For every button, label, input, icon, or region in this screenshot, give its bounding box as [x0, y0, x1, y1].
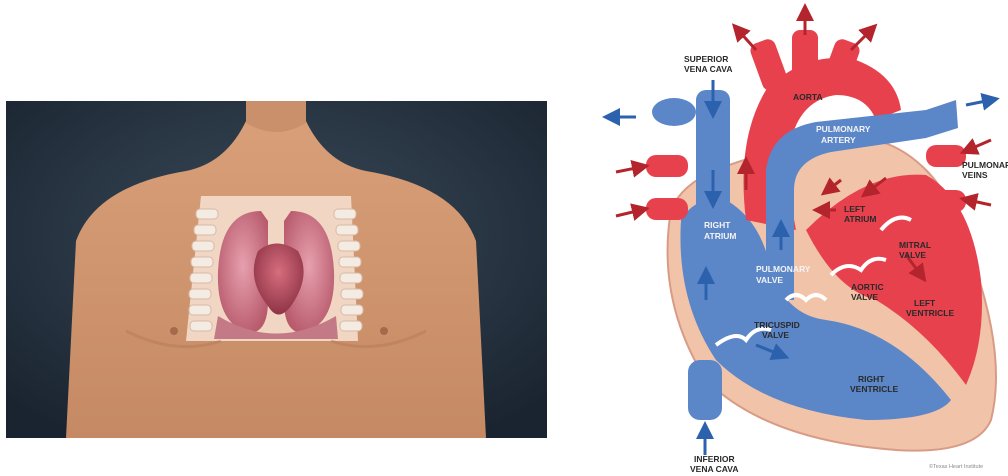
label-pulmonary-veins-2: VEINS	[962, 170, 988, 180]
label-tricuspid-valve-1: TRICUSPID	[754, 320, 800, 330]
torso-illustration	[6, 101, 547, 438]
label-left-ventricle-2: VENTRICLE	[906, 308, 955, 318]
label-pulmonary-veins-1: PULMONARY	[962, 160, 1008, 170]
superior-vena-cava	[696, 90, 730, 240]
pulmonary-vein-left-upper	[646, 155, 688, 177]
label-aorta: AORTA	[793, 92, 823, 102]
label-right-ventricle-1: RIGHT	[858, 374, 885, 384]
pulmonary-vein-right-lower	[926, 190, 966, 212]
label-right-atrium-2: ATRIUM	[704, 231, 736, 241]
label-left-ventricle-1: LEFT	[914, 298, 936, 308]
label-inferior-vena-cava-1: INFERIOR	[694, 454, 735, 464]
label-tricuspid-valve-2: VALVE	[762, 330, 789, 340]
inferior-vena-cava	[688, 360, 722, 420]
label-pulmonary-valve-2: VALVE	[756, 275, 783, 285]
pulmonary-vein-right-upper	[926, 145, 966, 167]
credit-text: ©Texas Heart Institute	[929, 463, 983, 470]
label-pulmonary-artery-2: ARTERY	[821, 135, 856, 145]
label-inferior-vena-cava-2: VENA CAVA	[690, 464, 739, 474]
label-pulmonary-valve-1: PULMONARY	[756, 264, 811, 274]
label-superior-vena-cava-2: VENA CAVA	[684, 64, 733, 74]
label-pulmonary-artery-1: PULMONARY	[816, 124, 871, 134]
label-superior-vena-cava-1: SUPERIOR	[684, 54, 728, 64]
nipple-right	[380, 327, 388, 335]
label-right-atrium-1: RIGHT	[704, 220, 731, 230]
heart-diagram: SUPERIOR VENA CAVA AORTA PULMONARY ARTER…	[596, 0, 1008, 476]
label-aortic-valve-2: VALVE	[851, 292, 878, 302]
label-left-atrium-1: LEFT	[844, 204, 866, 214]
label-left-atrium-2: ATRIUM	[844, 214, 876, 224]
label-right-ventricle-2: VENTRICLE	[850, 384, 899, 394]
label-mitral-valve-2: VALVE	[899, 250, 926, 260]
heart-diagram-svg: SUPERIOR VENA CAVA AORTA PULMONARY ARTER…	[596, 0, 1008, 476]
nipple-left	[170, 327, 178, 335]
label-aortic-valve-1: AORTIC	[851, 282, 884, 292]
label-mitral-valve-1: MITRAL	[899, 240, 931, 250]
neck	[246, 101, 306, 132]
pulmonary-vein-left-lower	[646, 198, 688, 220]
torso-svg	[6, 101, 547, 438]
